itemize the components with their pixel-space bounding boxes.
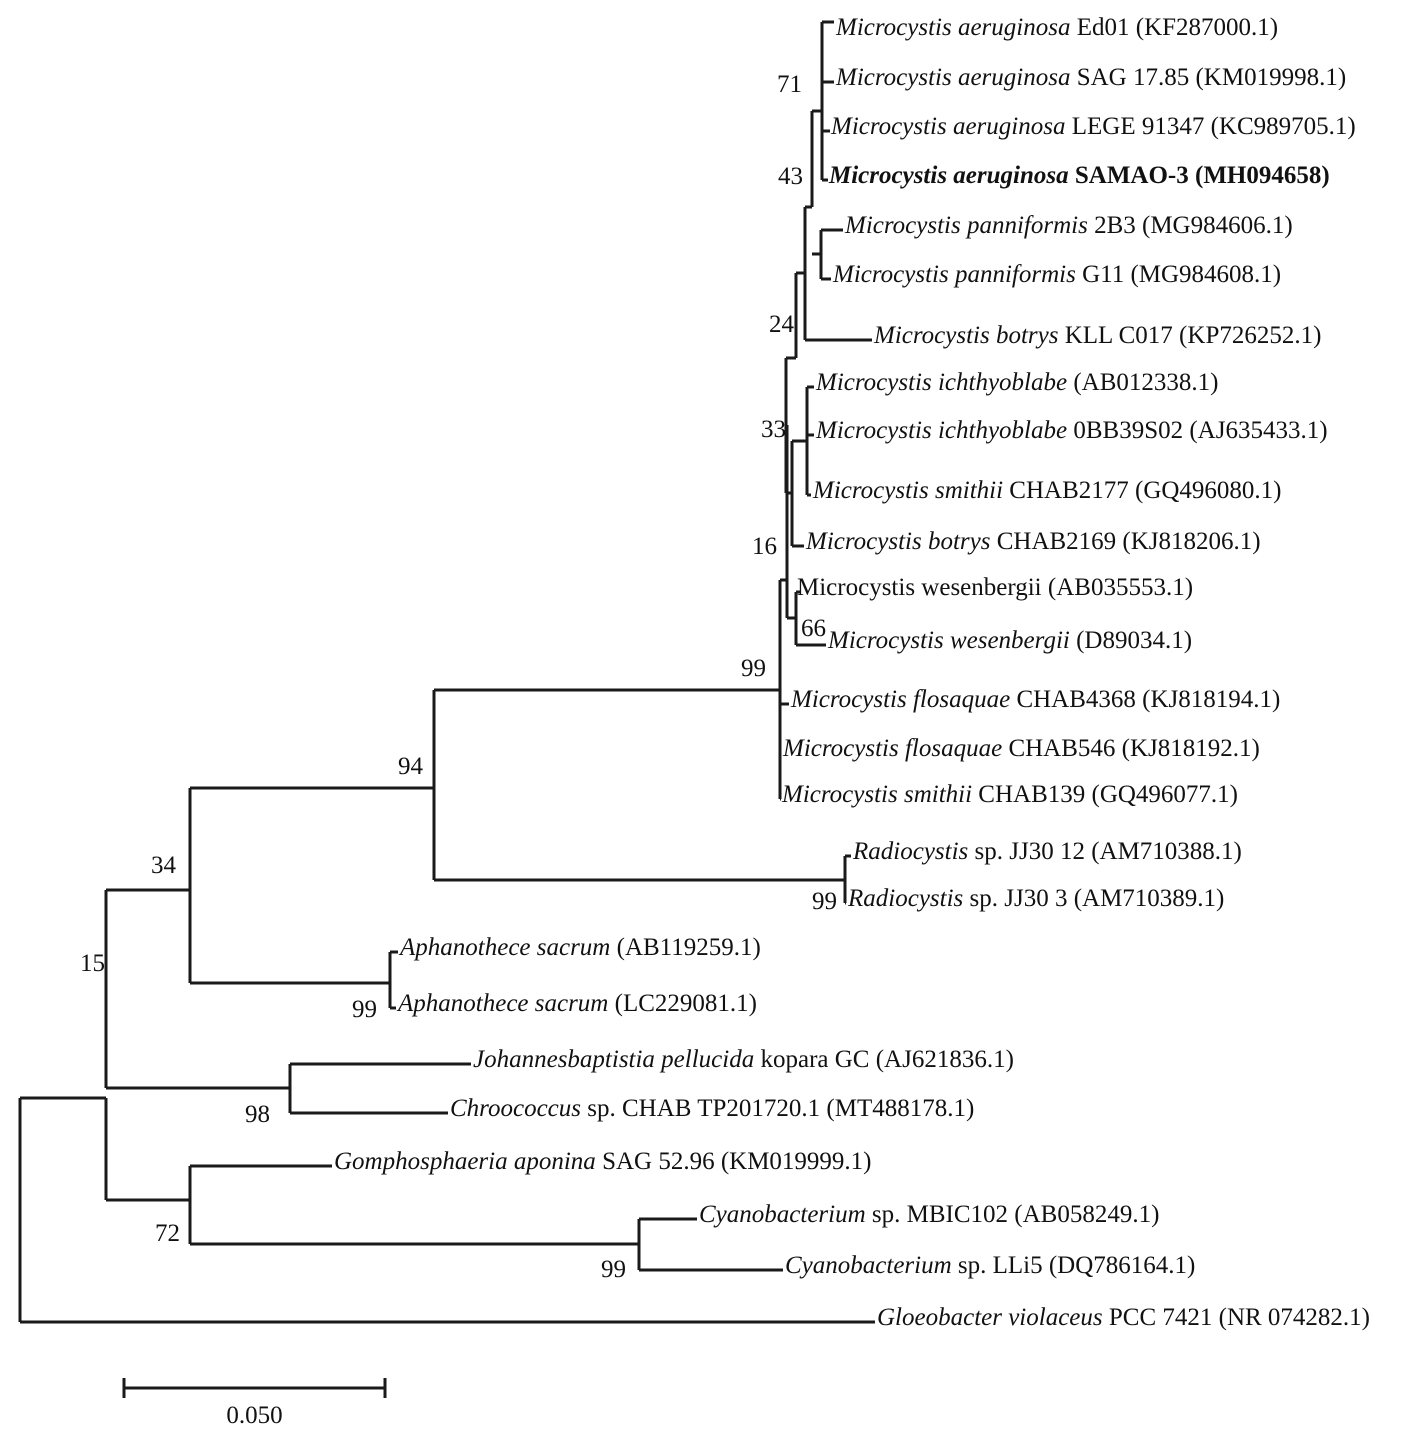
taxon-strain-accession: kopara GC (AJ621836.1) (754, 1046, 1014, 1073)
taxon-label: Chroococcus sp. CHAB TP201720.1 (MT48817… (450, 1096, 974, 1121)
taxon-label: Microcystis aeruginosa LEGE 91347 (KC989… (831, 114, 1356, 139)
taxon-label: Radiocystis sp. JJ30 3 (AM710389.1) (848, 886, 1224, 911)
bootstrap-value: 99 (352, 996, 377, 1023)
bootstrap-value: 43 (778, 163, 803, 190)
taxon-label: Microcystis botrys KLL C017 (KP726252.1) (874, 323, 1321, 348)
bootstrap-value: 72 (155, 1220, 180, 1247)
taxon-scientific-name: Radiocystis (853, 838, 969, 865)
bootstrap-value: 34 (151, 852, 176, 879)
taxon-strain-accession: CHAB546 (KJ818192.1) (1002, 735, 1260, 762)
taxon-label: Microcystis flosaquae CHAB4368 (KJ818194… (791, 687, 1280, 712)
bootstrap-value: 94 (398, 753, 423, 780)
taxon-strain-accession: LEGE 91347 (KC989705.1) (1065, 113, 1356, 140)
taxon-strain-accession: Ed01 (KF287000.1) (1070, 14, 1279, 41)
taxon-label: Microcystis aeruginosa Ed01 (KF287000.1) (836, 15, 1278, 40)
taxon-scientific-name: Gloeobacter violaceus (877, 1304, 1103, 1331)
bootstrap-value: 99 (601, 1256, 626, 1283)
taxon-strain-accession: 2B3 (MG984606.1) (1087, 212, 1293, 239)
bootstrap-value: 66 (801, 615, 826, 642)
bootstrap-value: 98 (245, 1101, 270, 1128)
scale-bar (122, 1378, 387, 1398)
taxon-strain-accession: CHAB2169 (KJ818206.1) (990, 528, 1261, 555)
bootstrap-value: 24 (769, 311, 794, 338)
taxon-label: Gloeobacter violaceus PCC 7421 (NR 07428… (877, 1305, 1370, 1330)
taxon-label: Microcystis panniformis G11 (MG984608.1) (833, 262, 1281, 287)
bootstrap-value: 16 (752, 533, 777, 560)
taxon-label: Microcystis smithii CHAB2177 (GQ496080.1… (813, 478, 1282, 503)
taxon-label: Microcystis smithii CHAB139 (GQ496077.1) (782, 782, 1238, 807)
taxon-strain-accession: (AB119259.1) (610, 934, 761, 961)
taxon-scientific-name: Microcystis botrys (806, 528, 991, 555)
taxon-strain-accession: SAMAO-3 (MH094658) (1068, 162, 1330, 189)
taxon-label: Aphanothece sacrum (AB119259.1) (400, 935, 761, 960)
taxon-scientific-name: Microcystis panniformis (833, 261, 1076, 288)
taxon-strain-accession: (AB035553.1) (1041, 574, 1194, 601)
taxon-strain-accession: sp. JJ30 3 (AM710389.1) (963, 885, 1225, 912)
taxon-scientific-name: Microcystis aeruginosa (831, 113, 1066, 140)
taxon-scientific-name: Microcystis ichthyoblabe (816, 417, 1068, 444)
scale-bar-label: 0.050 (226, 1402, 283, 1429)
taxon-scientific-name: Johannesbaptistia pellucida (473, 1046, 755, 1073)
taxon-label: Johannesbaptistia pellucida kopara GC (A… (473, 1047, 1014, 1072)
taxon-label: Microcystis flosaquae CHAB546 (KJ818192.… (783, 736, 1260, 761)
taxon-label: Microcystis wesenbergii (D89034.1) (828, 628, 1192, 653)
taxon-label: Microcystis wesenbergii (AB035553.1) (797, 575, 1193, 600)
taxon-scientific-name: Microcystis flosaquae (783, 735, 1003, 762)
taxon-strain-accession: SAG 52.96 (KM019999.1) (595, 1148, 872, 1175)
taxon-strain-accession: sp. CHAB TP201720.1 (MT488178.1) (581, 1095, 975, 1122)
taxon-strain-accession: 0BB39S02 (AJ635433.1) (1067, 417, 1328, 444)
taxon-strain-accession: CHAB4368 (KJ818194.1) (1010, 686, 1281, 713)
taxon-strain-accession: sp. MBIC102 (AB058249.1) (865, 1201, 1160, 1228)
taxon-label: Cyanobacterium sp. MBIC102 (AB058249.1) (699, 1202, 1159, 1227)
taxon-label: Microcystis aeruginosa SAG 17.85 (KM0199… (836, 65, 1346, 90)
taxon-strain-accession: SAG 17.85 (KM019998.1) (1070, 64, 1347, 91)
tree-branches (18, 20, 875, 1324)
taxon-scientific-name: Chroococcus (450, 1095, 581, 1122)
taxon-strain-accession: G11 (MG984608.1) (1075, 261, 1282, 288)
bootstrap-value: 99 (812, 888, 837, 915)
taxon-scientific-name: Microcystis ichthyoblabe (816, 369, 1068, 396)
taxon-strain-accession: (LC229081.1) (608, 990, 757, 1017)
taxon-label: Microcystis aeruginosa SAMAO-3 (MH094658… (829, 163, 1330, 188)
taxon-label: Cyanobacterium sp. LLi5 (DQ786164.1) (785, 1253, 1195, 1278)
bootstrap-value: 33 (761, 416, 786, 443)
taxon-scientific-name: Microcystis aeruginosa (836, 14, 1071, 41)
bootstrap-value: 15 (80, 950, 105, 977)
taxon-strain-accession: (D89034.1) (1069, 627, 1193, 654)
taxon-strain-accession: PCC 7421 (NR 074282.1) (1102, 1304, 1371, 1331)
taxon-scientific-name: Gomphosphaeria aponina (334, 1148, 596, 1175)
taxon-scientific-name: Microcystis wesenbergii (797, 574, 1042, 601)
taxon-scientific-name: Aphanothece sacrum (398, 990, 609, 1017)
taxon-label: Radiocystis sp. JJ30 12 (AM710388.1) (853, 839, 1242, 864)
taxon-scientific-name: Microcystis flosaquae (791, 686, 1011, 713)
taxon-strain-accession: sp. LLi5 (DQ786164.1) (951, 1252, 1196, 1279)
taxon-scientific-name: Microcystis wesenbergii (828, 627, 1070, 654)
taxon-strain-accession: CHAB139 (GQ496077.1) (972, 781, 1238, 808)
taxon-scientific-name: Microcystis botrys (874, 322, 1059, 349)
taxon-label: Microcystis ichthyoblabe (AB012338.1) (816, 370, 1218, 395)
bootstrap-value: 71 (777, 71, 802, 98)
taxon-scientific-name: Microcystis aeruginosa (829, 162, 1069, 189)
taxon-scientific-name: Microcystis smithii (813, 477, 1004, 504)
taxon-label: Microcystis botrys CHAB2169 (KJ818206.1) (806, 529, 1261, 554)
taxon-strain-accession: (AB012338.1) (1067, 369, 1219, 396)
taxon-label: Gomphosphaeria aponina SAG 52.96 (KM0199… (334, 1149, 872, 1174)
taxon-scientific-name: Radiocystis (848, 885, 964, 912)
taxon-label: Microcystis panniformis 2B3 (MG984606.1) (845, 213, 1293, 238)
taxon-scientific-name: Microcystis smithii (782, 781, 973, 808)
taxon-scientific-name: Cyanobacterium (785, 1252, 952, 1279)
taxon-scientific-name: Microcystis panniformis (845, 212, 1088, 239)
taxon-scientific-name: Cyanobacterium (699, 1201, 866, 1228)
taxon-strain-accession: sp. JJ30 12 (AM710388.1) (968, 838, 1242, 865)
taxon-strain-accession: KLL C017 (KP726252.1) (1058, 322, 1322, 349)
taxon-label: Aphanothece sacrum (LC229081.1) (398, 991, 757, 1016)
taxon-strain-accession: CHAB2177 (GQ496080.1) (1003, 477, 1282, 504)
taxon-label: Microcystis ichthyoblabe 0BB39S02 (AJ635… (816, 418, 1328, 443)
taxon-scientific-name: Microcystis aeruginosa (836, 64, 1071, 91)
bootstrap-value: 99 (741, 655, 766, 682)
taxon-scientific-name: Aphanothece sacrum (400, 934, 611, 961)
